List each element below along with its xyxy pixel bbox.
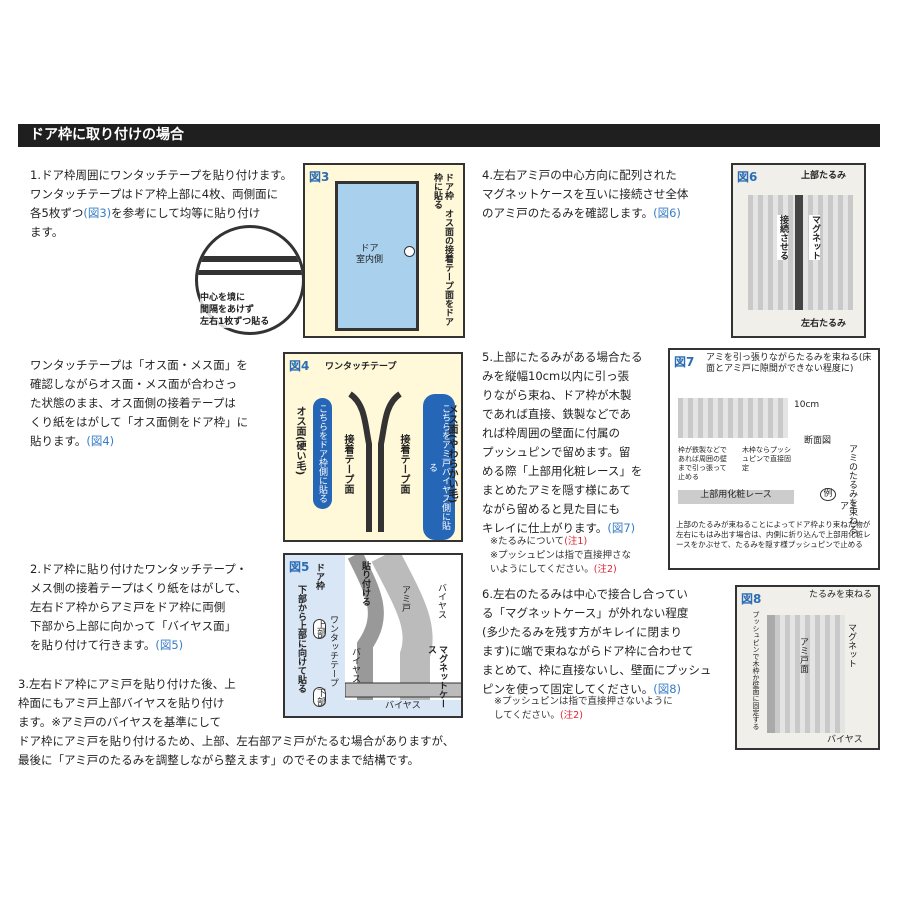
step5-note2-ref: (注2) [593, 564, 617, 575]
fig7-section2: アミのたるみを束ねる [847, 444, 857, 534]
step5-text: 5.上部にたるみがある場合たる みを縦幅10cm以内に引っ張 りながら束ね、ドア… [482, 348, 662, 538]
figure-5-label: 図5 [289, 560, 310, 574]
figure-3: 図3 ドア 室内側 ドア枠 オス面の接着テープ面をドア枠に貼る [303, 163, 465, 338]
step2-body: ワンタッチテープは「オス面・メス面」を 確認しながらオス面・メス面が合わさっ た… [30, 358, 249, 448]
step6-note: ※プッシュピンは指で直接押さないように してください。(注2) [494, 695, 734, 723]
step5-note2: ※プッシュピンは指で直接押さな いようにしてください。 [490, 550, 631, 575]
fig8-bias: バイヤス [827, 735, 863, 745]
fig4-tape-drawing [348, 391, 402, 532]
fig8-pin: プッシュピンで木枠か壁面に固定する [752, 611, 760, 730]
fig3-frame-label: ドア枠 オス面の接着テープ面をドア枠に貼る [432, 173, 453, 326]
fig5-tape: ワンタッチテープ [328, 615, 338, 687]
fig5-up: 上部 [313, 619, 326, 639]
step2b-text: 2.ドア枠に貼り付けたワンタッチテープ・ メス側の接着テープはくり紙をはがして、… [30, 560, 280, 655]
door-label: ドア 室内側 [356, 244, 384, 265]
fig6-connect: 接続させる [777, 215, 788, 260]
figure-4: 図4 ワンタッチテープ オス面(硬い毛) こちらをドア枠側に貼る 接着テープ面 … [283, 352, 463, 542]
fig6-magnet-line [795, 195, 803, 310]
step6-text: 6.左右のたるみは中心で接合し合ってい る「マグネットケース」が外れない程度 (… [482, 585, 732, 699]
fig7-example: 例 [820, 488, 836, 501]
figure-5: 図5 下部から上部に向けて貼る ドア枠 上部 下部 ワンタッチテープ 貼り付ける… [283, 553, 463, 718]
step6-note-text: ※プッシュピンは指で直接押さないように してください。 [494, 696, 673, 721]
fig5-bias-v: バイヤス [350, 647, 360, 683]
fig7-top: アミを引っ張りながらたるみを束ねる(床面とアミ戸に隙間ができない程度に) [706, 353, 872, 374]
fig7-note-left: 枠が鉄製などであれば周囲の壁まで引っ張って止める [678, 446, 727, 481]
section-header: ドア枠に取り付けの場合 [18, 124, 880, 147]
step5-note1-ref: (注1) [564, 536, 588, 547]
step2-ref: (図4) [86, 434, 115, 448]
fig7-net [678, 398, 788, 438]
fig7-note-mid: 木枠ならプッシュピンで直接固定 [742, 446, 791, 472]
step1-text: 1.ドア枠周囲にワンタッチテープを貼り付けます。 ワンタッチテープはドア枠上部に… [30, 166, 300, 242]
fig5-left-text: 下部から上部に向けて貼る [296, 585, 306, 693]
figure-6: 図6 上部たるみ 接続させる マグネット 左右たるみ [731, 163, 866, 338]
step6-ref: (図8) [653, 682, 682, 696]
figure-3-label: 図3 [309, 170, 330, 184]
fig4-right-outer: メス面(やわらかい毛) [446, 404, 457, 504]
door-panel: ドア 室内側 [335, 181, 419, 331]
step2-text: ワンタッチテープは「オス面・メス面」を 確認しながらオス面・メス面が合わさっ た… [30, 356, 280, 451]
fig8-net-label: アミ戸面 [798, 637, 808, 673]
fig5-bias-h: バイヤス [385, 701, 421, 711]
step3-text: 3.左右ドア枠にアミ戸を貼り付けた後、上 枠面にもアミ戸上部バイヤスを貼り付け … [18, 677, 455, 767]
fig7-section: 断面図 [804, 436, 832, 446]
fig3-caption: 中心を境に 間隔をあけず 左右1枚ずつ貼る [200, 292, 270, 328]
fig5-frame: ドア枠 [314, 563, 324, 590]
fig8-top: たるみを束ねる [809, 590, 873, 600]
fig4-right-pill: こちらをアミ戸バイヤス側に貼る [423, 394, 455, 540]
step5-ref: (図7) [607, 521, 636, 535]
fig7-bottom: 上部のたるみが束ねることによってドア枠より束ねた物が左右にもはみ出す場合は、内側… [676, 520, 871, 549]
fig5-magnet: マグネットケース [426, 645, 447, 708]
figure-7-label: 図7 [674, 355, 695, 369]
fig5-net: アミ戸 [400, 585, 410, 612]
fig5-net-drawing [345, 555, 461, 700]
fig4-top-label: ワンタッチテープ [325, 362, 397, 372]
fig6-top: 上部たるみ [801, 171, 847, 181]
fig6-bottom: 左右たるみ [801, 319, 847, 329]
step6-note-ref: (注2) [559, 710, 583, 721]
fig5-down: 下部 [313, 687, 326, 707]
fig6-magnet: マグネット [809, 215, 820, 260]
step4-ref: (図6) [653, 206, 681, 220]
fig5-bias2: バイヤス [436, 583, 446, 619]
figure-8: 図8 たるみを束ねる プッシュピンで木枠か壁面に固定する アミ戸面 マグネット … [735, 585, 880, 750]
step2b-body: 2.ドア枠に貼り付けたワンタッチテープ・ メス側の接着テープはくり紙をはがして、… [30, 562, 248, 652]
step1-ref: (図3) [83, 206, 112, 220]
figure-8-label: 図8 [741, 592, 762, 606]
fig7-ami: アミ [840, 502, 858, 512]
figure-6-label: 図6 [737, 170, 758, 184]
fig5-attach: 貼り付ける [360, 561, 370, 606]
figure-7: 図7 アミを引っ張りながらたるみを束ねる(床面とアミ戸に隙間ができない程度に) … [668, 348, 880, 570]
fig8-magnet: マグネット [846, 623, 856, 668]
step5-note1: ※たるみについて [490, 536, 565, 547]
door-knob-icon [404, 246, 415, 257]
fig4-left-outer: オス面(硬い毛) [294, 406, 305, 476]
step1-after: を参考にして均等に貼り付け ます。 [30, 206, 261, 239]
fig4-right-inner: 接着テープ面 [398, 434, 409, 494]
fig7-size: 10cm [794, 400, 820, 410]
figure-4-label: 図4 [289, 359, 310, 373]
fig4-left-inner: 接着テープ面 [342, 434, 353, 494]
fig7-lace: 上部用化粧レース [678, 490, 794, 504]
fig4-left-pill: こちらをドア枠側に貼る [313, 398, 332, 509]
step6-body: 6.左右のたるみは中心で接合し合ってい る「マグネットケース」が外れない程度 (… [482, 587, 712, 696]
step5-body: 5.上部にたるみがある場合たる みを縦幅10cm以内に引っ張 りながら束ね、ドア… [482, 350, 643, 535]
step2b-ref: (図5) [155, 638, 184, 652]
fig8-net [767, 615, 845, 733]
step4-text: 4.左右アミ戸の中心方向に配列された マグネットケースを互いに接続させ全体 のア… [482, 166, 722, 223]
step5-notes: ※たるみについて(注1) ※プッシュピンは指で直接押さな いようにしてください。(… [490, 535, 670, 577]
step1-body: 1.ドア枠周囲にワンタッチテープを貼り付けます。 ワンタッチテープはドア枠上部に… [30, 168, 293, 220]
step4-body: 4.左右アミ戸の中心方向に配列された マグネットケースを互いに接続させ全体 のア… [482, 168, 689, 220]
